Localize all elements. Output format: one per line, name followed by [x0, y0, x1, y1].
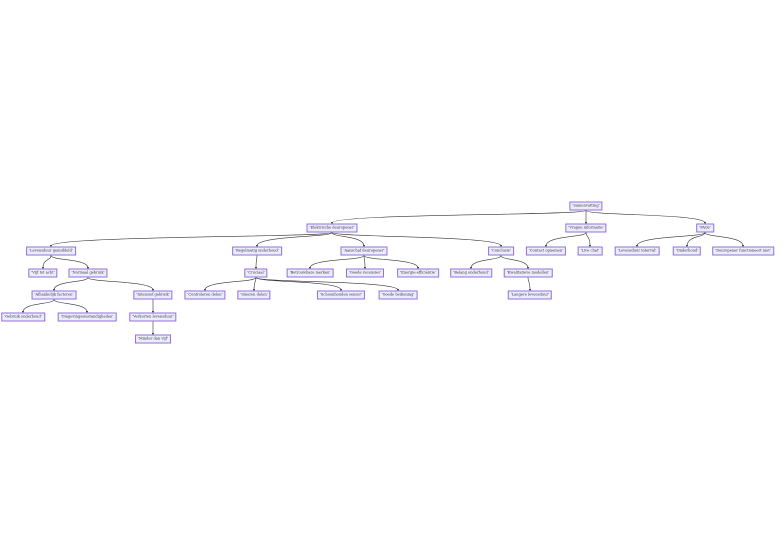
node-ig: 'Intensief gebruik'	[133, 290, 173, 300]
edge-af-oo	[53, 299, 89, 314]
node-af: 'Afhankelijk factoren'	[31, 290, 77, 300]
edge-ad-ee	[363, 255, 420, 270]
edge-faq-dfn	[704, 232, 745, 248]
edge-root-ed	[330, 210, 587, 225]
node-cr: 'Cruciaal'	[244, 268, 268, 278]
edge-faq-on	[685, 232, 706, 248]
node-ll: 'Langere levensduur'	[507, 290, 553, 300]
node-lc: 'Live chat'	[577, 246, 603, 256]
edge-co-bo	[469, 255, 502, 270]
edge-cr-gb	[255, 277, 400, 292]
node-mdv: 'Minder dan vijf'	[135, 334, 171, 344]
edge-faq-li	[635, 232, 706, 248]
edge-co-km	[500, 255, 530, 270]
node-oo: 'Omgevingsomstandigheden'	[57, 312, 117, 322]
edge-root-faq	[585, 210, 707, 225]
edge-ed-ro	[255, 232, 333, 248]
edge-af-go	[21, 299, 55, 314]
node-ed: 'Elektrische deuropener'	[306, 223, 358, 233]
edge-cr-ss	[255, 277, 343, 292]
node-vta: 'Vijf tot acht'	[28, 268, 58, 278]
node-go: 'Gebruik onderhoud'	[1, 312, 45, 322]
node-lg: 'Levensduur gemiddeld'	[26, 246, 76, 256]
node-bo: 'Belang onderhoud'	[450, 268, 492, 278]
node-ng: 'Normaal gebruik'	[68, 268, 108, 278]
node-ro: 'Regelmatig onderhoud'	[232, 246, 282, 256]
node-on: 'Onderhoud'	[672, 246, 702, 256]
edge-ed-ad	[331, 232, 366, 248]
node-co: 'Conclusie'	[488, 246, 514, 256]
node-vl: 'Verkorten levensduur'	[129, 312, 177, 322]
node-gb: 'Goede bediening'	[378, 290, 418, 300]
node-bm: 'Betrouwbare merken'	[286, 268, 334, 278]
node-dfn: 'Deuropener functioneert niet'	[712, 246, 774, 256]
node-ad: 'Aanschaf deuropener'	[340, 246, 388, 256]
node-faq: 'FAQs'	[696, 223, 714, 233]
edge-cr-sd	[252, 277, 257, 292]
node-cop: 'Contact opnemen'	[525, 246, 567, 256]
node-root: 'Samenvatting'	[569, 201, 603, 211]
node-km: 'Kwalitatieve modellen'	[503, 268, 553, 278]
node-cd: 'Controleren delen'	[184, 290, 226, 300]
node-gr: 'Goede recensies'	[346, 268, 384, 278]
edge-ng-af	[52, 277, 89, 292]
edge-lg-vta	[41, 255, 52, 270]
edge-ng-ig	[87, 277, 155, 292]
edge-cr-cd	[203, 277, 257, 292]
edge-km-ll	[527, 277, 532, 292]
edge-vi-cop	[544, 232, 587, 248]
edge-ad-bm	[308, 255, 365, 270]
node-ee: 'Energie-efficiëntie'	[397, 268, 439, 278]
edge-ad-gr	[363, 255, 367, 270]
edge-lg-ng	[50, 255, 90, 270]
edge-ed-co	[331, 232, 503, 248]
node-sd: 'Smeren delen'	[237, 290, 271, 300]
node-ss: 'Schoonhouden sensor'	[316, 290, 366, 300]
edge-vi-lc	[585, 232, 592, 248]
edge-ro-cr	[254, 255, 258, 270]
edge-ed-lg	[49, 232, 333, 248]
node-vi: 'Vragen informatie'	[565, 223, 607, 233]
node-li: 'Levensduur interval'	[614, 246, 660, 256]
